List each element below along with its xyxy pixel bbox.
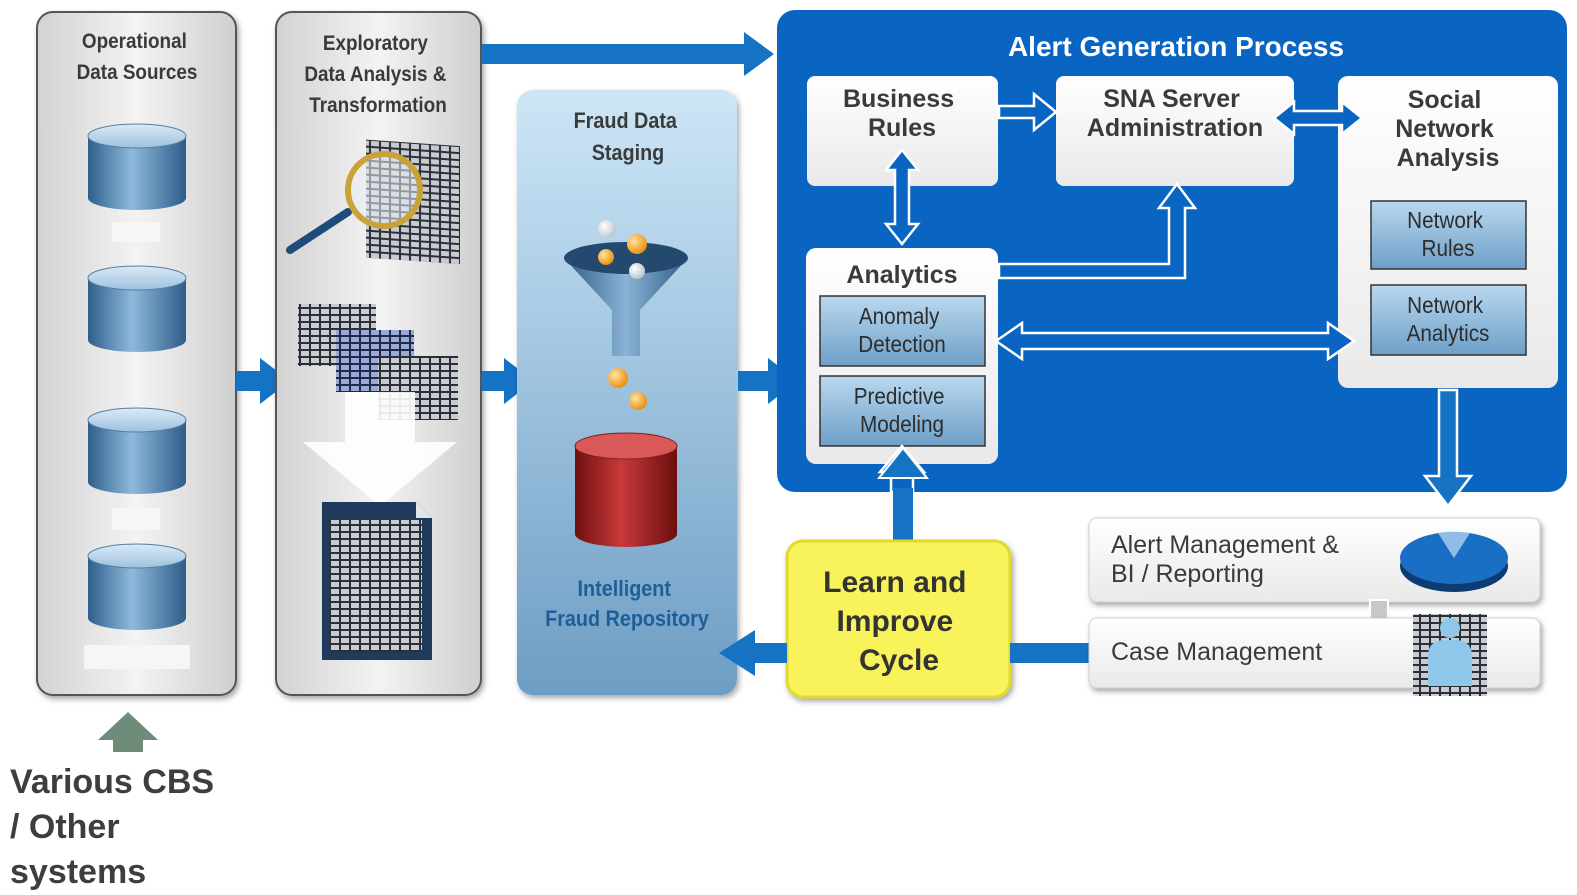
network-analytics-box: Network Analytics — [1370, 284, 1527, 356]
panel-connector-arrows — [877, 91, 1365, 494]
exploratory-title-line-3: Transformation — [309, 94, 447, 117]
fraud-repository-icon — [574, 432, 678, 547]
sna-title-line-3: Analysis — [1397, 144, 1500, 172]
business-rules-box: Business Rules — [807, 76, 998, 186]
report-document-icon — [322, 502, 432, 660]
operational-title-line-1: Operational — [82, 30, 187, 53]
flow-arrow — [236, 358, 290, 404]
business-rules-line-2: Rules — [868, 114, 936, 142]
svg-text:Network Rules: Network Rules — [1407, 207, 1489, 261]
flow-arrow — [883, 147, 921, 247]
staging-title-line-1: Fraud Data — [574, 109, 678, 133]
svg-text:Fraud Data Staging: Fraud Data Staging — [574, 109, 683, 165]
anomaly-detection-line-1: Anomaly — [859, 303, 940, 329]
alert-management-line-2: BI / Reporting — [1111, 560, 1264, 588]
fraud-data-staging-column: Fraud Data Staging Intelligent Fraud Rep… — [517, 90, 737, 695]
database-icon — [87, 543, 187, 630]
flow-arrow — [893, 488, 913, 546]
operational-title-line-2: Data Sources — [77, 61, 198, 84]
source-systems-line-2: / Other — [10, 808, 120, 846]
alert-management-box: Alert Management & BI / Reporting — [1088, 517, 1541, 603]
source-systems-line-3: systems — [10, 853, 147, 891]
sna-admin-line-1: SNA Server — [1103, 85, 1240, 113]
network-analytics-line-1: Network — [1407, 292, 1483, 318]
flow-arrow — [482, 358, 534, 404]
svg-text:Operational Data Sources: Operational Data Sources — [77, 30, 198, 84]
svg-text:Predictive Modeling: Predictive Modeling — [854, 383, 951, 437]
database-icon — [87, 123, 187, 210]
transform-down-arrow — [303, 392, 457, 506]
flow-arrow — [993, 320, 1357, 362]
alert-generation-panel: Alert Generation Process Business Rules … — [777, 10, 1567, 494]
database-icon — [87, 407, 187, 494]
flow-arrow — [719, 630, 787, 676]
svg-text:Exploratory Data Analysi: Exploratory Data Analysis & Transformati… — [304, 32, 451, 117]
analytics-title: Analytics — [846, 261, 957, 289]
source-up-arrow — [98, 712, 158, 752]
sna-title-line-1: Social — [1408, 86, 1482, 114]
alert-generation-title: Alert Generation Process — [1008, 31, 1344, 62]
svg-text:Intelligent Fraud Reposi: Intelligent Fraud Repository — [545, 577, 709, 631]
network-analytics-line-2: Analytics — [1407, 320, 1490, 346]
predictive-modeling-line-1: Predictive — [854, 383, 945, 409]
flow-arrow — [876, 446, 930, 479]
flow-arrow — [997, 91, 1058, 133]
network-rules-line-1: Network — [1407, 207, 1483, 233]
svg-text:Social Network: Social Network Analysis — [1395, 86, 1501, 172]
predictive-modeling-box: Predictive Modeling — [819, 375, 986, 447]
anomaly-detection-box: Anomaly Detection — [819, 295, 986, 367]
funnel-icon — [564, 220, 688, 410]
case-management-label: Case Management — [1111, 638, 1322, 666]
network-rules-box: Network Rules — [1370, 200, 1527, 270]
database-icon — [87, 265, 187, 352]
sna-title-line-2: Network — [1395, 115, 1494, 143]
svg-text:Alert Management & BI /: Alert Management & BI / Reporting — [1111, 531, 1346, 588]
sna-admin-line-2: Administration — [1087, 114, 1263, 142]
case-management-box: Case Management — [1088, 614, 1541, 696]
flow-connector — [1010, 643, 1090, 663]
flow-arrow — [1422, 388, 1474, 509]
alert-management-line-1: Alert Management & — [1111, 531, 1339, 559]
business-rules-line-1: Business — [843, 85, 954, 113]
staging-title-line-2: Staging — [592, 141, 665, 165]
exploratory-title-line-1: Exploratory — [323, 32, 428, 55]
social-network-analysis-box: Social Network Analysis Network Rules Ne… — [1338, 76, 1558, 388]
case-file-icon — [1413, 614, 1487, 696]
source-systems-label: Various CBS / Other systems — [10, 760, 260, 895]
svg-text:SNA Server Administrat: SNA Server Administration — [1087, 85, 1263, 142]
predictive-modeling-line-2: Modeling — [860, 411, 944, 437]
flow-arrow — [997, 181, 1198, 280]
pie-chart-icon — [1400, 531, 1508, 592]
exploratory-analysis-column: Exploratory Data Analysis & Transformati… — [275, 11, 482, 696]
learn-improve-cycle-box: Learn and Improve Cycle — [785, 539, 1012, 699]
learn-cycle-line-3: Cycle — [859, 644, 939, 677]
analytics-box: Analytics Anomaly Detection Predictive M… — [806, 248, 998, 464]
svg-text:Business Rules: Business Rules — [843, 85, 961, 142]
sna-server-admin-box: SNA Server Administration — [1056, 76, 1294, 186]
network-rules-line-2: Rules — [1422, 235, 1475, 261]
svg-text:Anomaly Detection: Anomaly Detection — [858, 303, 945, 357]
learn-cycle-line-1: Learn and — [823, 566, 966, 599]
source-systems-line-1: Various CBS — [10, 763, 215, 801]
repository-label-line-1: Intelligent — [578, 577, 671, 601]
repository-label-line-2: Fraud Repository — [545, 607, 709, 631]
svg-text:Network Analytics: Network Analytics — [1407, 292, 1490, 346]
learn-cycle-line-2: Improve — [836, 605, 953, 638]
flow-arrow — [482, 32, 774, 76]
flow-arrow — [1271, 99, 1365, 137]
magnifier-spreadsheet-icon — [286, 139, 460, 265]
anomaly-detection-line-2: Detection — [858, 331, 945, 357]
exploratory-title-line-2: Data Analysis & — [304, 63, 446, 86]
svg-text:Learn and Improve: Learn and Improve Cycle — [823, 566, 975, 677]
operational-data-sources-column: Operational Data Sources — [36, 11, 237, 696]
